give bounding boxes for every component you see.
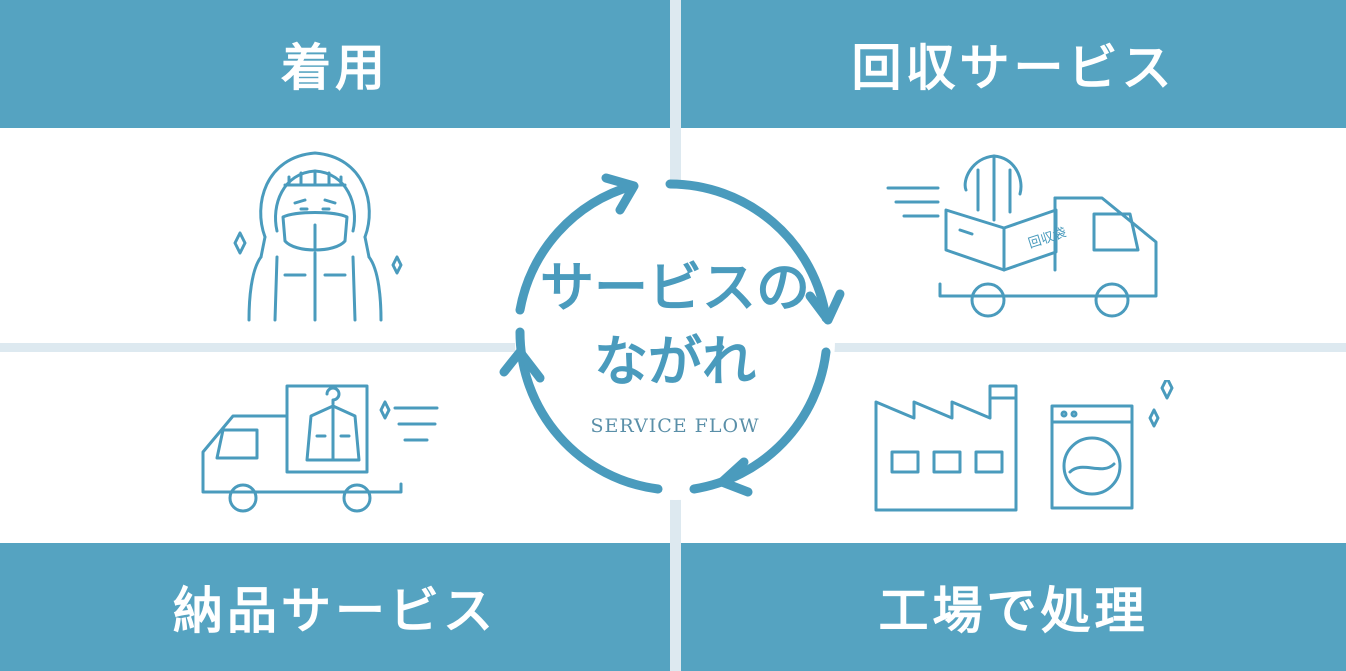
step-band-delivery: 納品サービス — [0, 543, 670, 671]
collection-truck-icon: 回収袋 — [886, 154, 1158, 318]
factory-washer-icon — [874, 380, 1174, 512]
step-band-wear: 着用 — [0, 0, 670, 128]
center-title-line1: サービスの — [540, 256, 810, 319]
worker-in-hood-icon — [233, 151, 403, 322]
center-subtitle: SERVICE FLOW — [590, 415, 760, 437]
step-band-collection: 回収サービス — [681, 0, 1346, 128]
step-label-collection: 回収サービス — [851, 39, 1176, 97]
step-label-wear: 着用 — [281, 39, 389, 97]
step-band-factory: 工場で処理 — [681, 543, 1346, 671]
step-label-delivery: 納品サービス — [173, 582, 497, 640]
delivery-truck-icon — [201, 384, 439, 513]
step-label-factory: 工場で処理 — [878, 582, 1149, 640]
center-title-line2: ながれ — [594, 330, 756, 393]
